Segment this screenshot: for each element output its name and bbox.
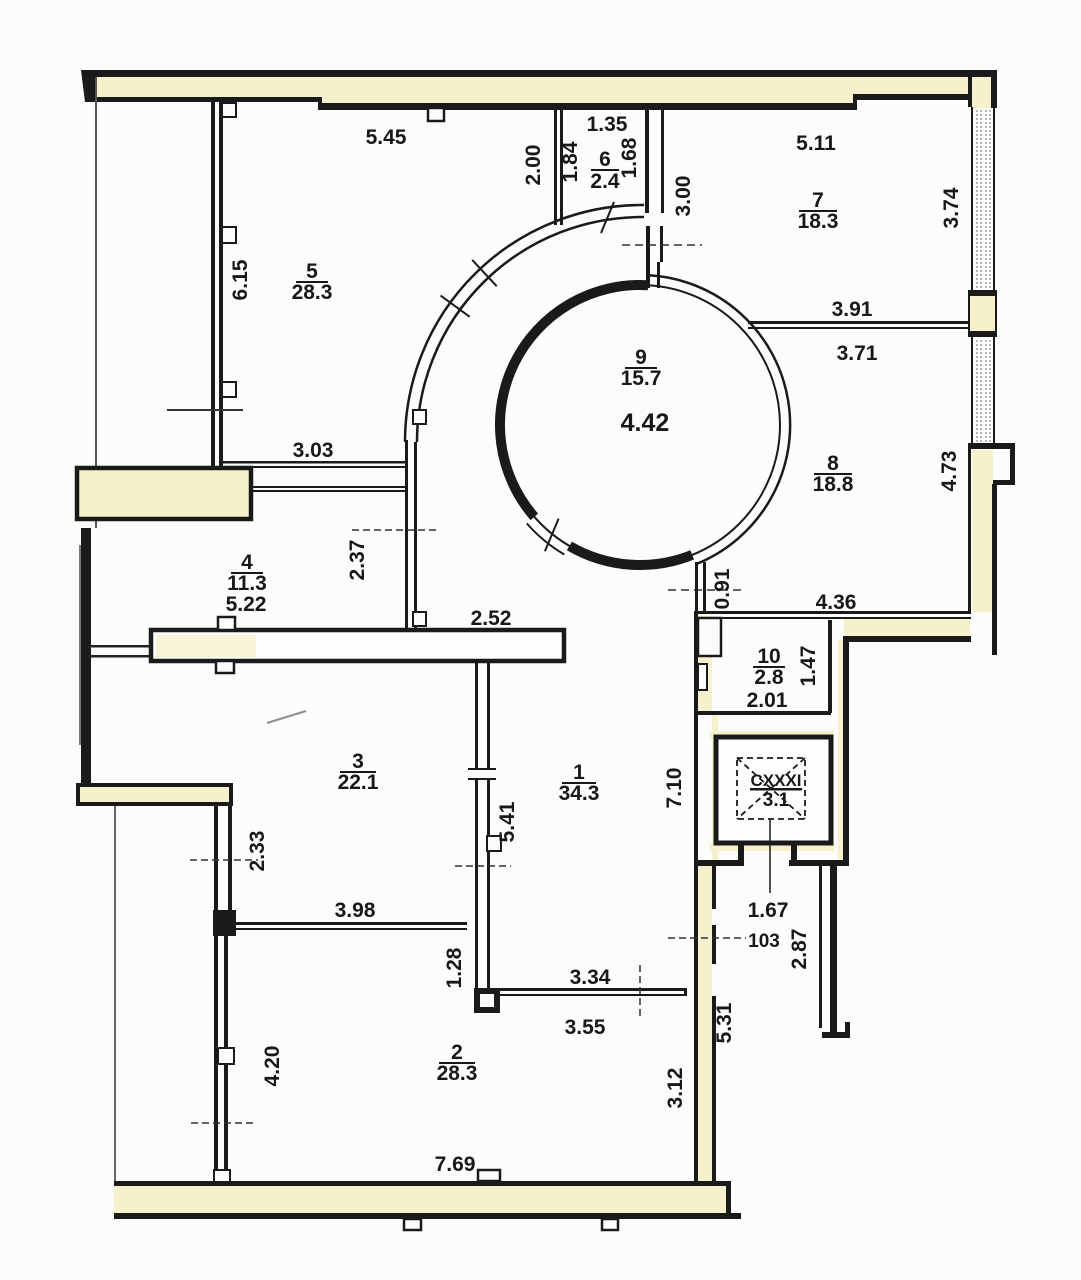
svg-text:3.91: 3.91: [832, 298, 873, 321]
svg-text:28.3: 28.3: [437, 1062, 478, 1085]
svg-text:6: 6: [599, 148, 611, 171]
svg-text:3.98: 3.98: [335, 899, 376, 922]
svg-text:1.28: 1.28: [443, 947, 466, 988]
svg-text:4: 4: [241, 551, 253, 574]
svg-text:2.33: 2.33: [246, 831, 269, 872]
svg-text:8: 8: [827, 452, 839, 475]
svg-text:3.1: 3.1: [763, 790, 790, 811]
svg-text:5.45: 5.45: [366, 126, 407, 149]
svg-text:1.67: 1.67: [748, 899, 789, 922]
svg-text:103: 103: [748, 931, 780, 952]
svg-text:5.22: 5.22: [226, 593, 267, 616]
svg-text:3.55: 3.55: [565, 1016, 606, 1039]
svg-text:5.31: 5.31: [713, 1002, 736, 1043]
svg-text:1.84: 1.84: [559, 141, 582, 182]
svg-text:0.91: 0.91: [711, 568, 734, 609]
svg-text:7.69: 7.69: [435, 1153, 476, 1176]
svg-text:1.68: 1.68: [618, 137, 641, 178]
svg-text:3.71: 3.71: [837, 342, 878, 365]
svg-text:3.03: 3.03: [293, 439, 334, 462]
svg-text:4.20: 4.20: [261, 1046, 284, 1087]
svg-text:10: 10: [757, 645, 780, 668]
svg-text:2.8: 2.8: [754, 666, 784, 689]
svg-text:15.7: 15.7: [621, 367, 662, 390]
svg-text:5: 5: [306, 260, 318, 283]
svg-text:2: 2: [451, 1041, 463, 1064]
svg-text:2.37: 2.37: [346, 540, 369, 581]
svg-text:4.42: 4.42: [621, 409, 670, 437]
svg-text:28.3: 28.3: [292, 281, 333, 304]
svg-text:9: 9: [635, 346, 647, 369]
svg-text:2.00: 2.00: [522, 145, 545, 186]
svg-text:6.15: 6.15: [229, 259, 252, 300]
svg-text:5.11: 5.11: [796, 132, 836, 155]
svg-text:1: 1: [573, 761, 585, 784]
svg-text:11.3: 11.3: [227, 572, 267, 595]
svg-text:7: 7: [812, 189, 824, 212]
svg-text:4.36: 4.36: [816, 591, 857, 614]
svg-text:34.3: 34.3: [559, 782, 600, 805]
svg-text:2.01: 2.01: [747, 689, 788, 712]
svg-text:5.41: 5.41: [496, 801, 519, 842]
svg-text:18.8: 18.8: [813, 473, 854, 496]
svg-text:3.00: 3.00: [672, 176, 695, 217]
svg-text:CXXXI: CXXXI: [750, 771, 801, 790]
svg-text:1.35: 1.35: [587, 113, 628, 136]
svg-text:4.73: 4.73: [938, 451, 961, 492]
svg-text:2.4: 2.4: [590, 170, 620, 193]
svg-text:3.34: 3.34: [570, 966, 611, 989]
svg-text:2.87: 2.87: [788, 929, 811, 970]
svg-text:22.1: 22.1: [338, 771, 379, 794]
svg-text:3: 3: [352, 750, 364, 773]
svg-text:1.47: 1.47: [797, 646, 820, 687]
svg-text:7.10: 7.10: [663, 768, 686, 809]
svg-text:2.52: 2.52: [471, 607, 512, 630]
svg-text:18.3: 18.3: [798, 210, 839, 233]
svg-text:3.12: 3.12: [664, 1068, 687, 1109]
svg-text:3.74: 3.74: [940, 187, 963, 228]
